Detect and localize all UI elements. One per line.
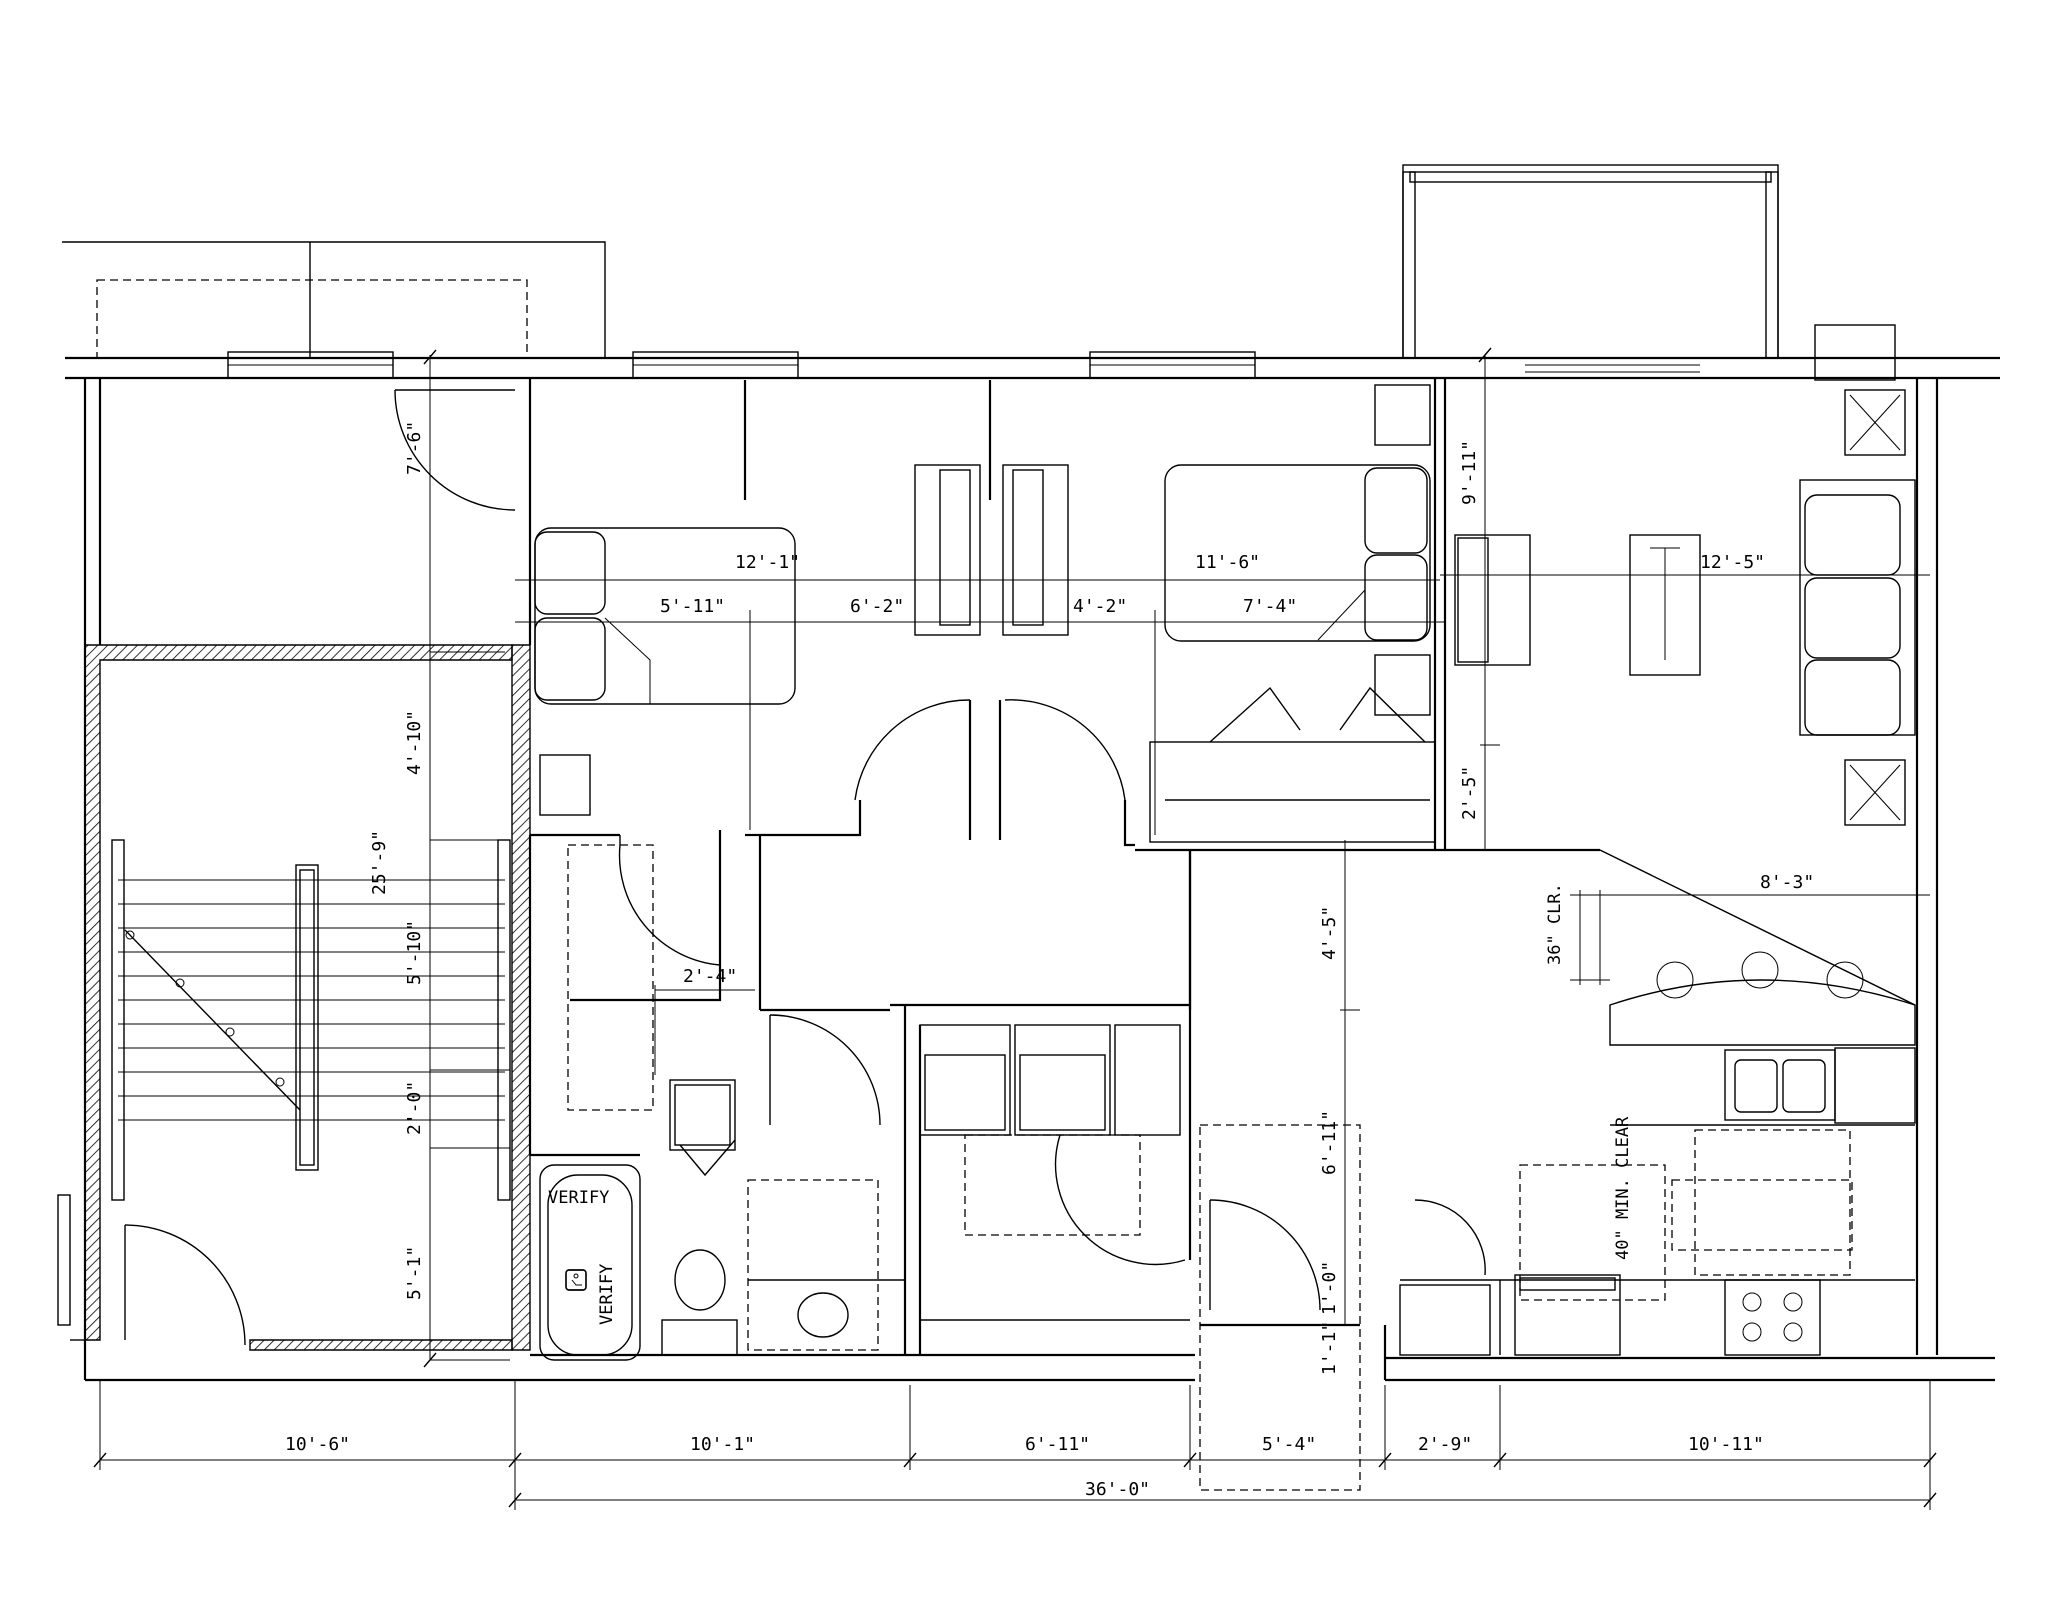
- dim-living-width: 12'-5": [1700, 552, 1765, 573]
- bedroom-2: [1135, 378, 1600, 852]
- dim-bottom-total: 36'-0": [1085, 1479, 1150, 1500]
- dim-bed2-inner: 7'-4": [1243, 596, 1297, 617]
- dim-column-height-4: 5'-1": [404, 1246, 425, 1300]
- verify-top-label: VERIFY: [548, 1188, 609, 1208]
- center-closets: [745, 464, 1135, 1010]
- dim-bottom-5: 2'-9": [1418, 1434, 1472, 1455]
- dim-island-width: 8'-3": [1760, 872, 1814, 893]
- dim-bottom-4: 5'-4": [1262, 1434, 1316, 1455]
- stair-treads: [118, 879, 505, 1121]
- wheelchair-icon: [565, 1269, 587, 1291]
- entry-hall: [1188, 850, 1387, 1491]
- dim-bed1-inner: 5'-11": [660, 596, 725, 617]
- bedroom-1: [394, 378, 992, 1155]
- dim-bottom-2: 10'-1": [690, 1434, 755, 1455]
- exterior-walls: [62, 241, 2000, 1382]
- kitchen: [1399, 849, 1916, 1356]
- dim-hall-height-1: 4'-5": [1319, 906, 1340, 960]
- dimension-lines: [93, 347, 1937, 1510]
- windows: [227, 351, 1256, 379]
- dim-column-height-3: 2'-0": [404, 1081, 425, 1135]
- dim-bath-door: 2'-4": [683, 966, 737, 987]
- dim-living-top-height: 9'-11": [1459, 440, 1480, 505]
- dim-bed1-width: 12'-1": [735, 552, 800, 573]
- verify-side-label: VERIFY: [597, 1264, 617, 1325]
- dim-hall-small-2: 1'-1": [1319, 1321, 1340, 1375]
- dim-bottom-1: 10'-6": [285, 1434, 350, 1455]
- stairwell: [57, 644, 531, 1351]
- dim-hall-small-1: 1'-0": [1319, 1261, 1340, 1315]
- dimension-labels: 12'-1" 5'-11" 6'-2" 4'-2" 11'-6" 7'-4" 1…: [285, 421, 1814, 1500]
- living-room: [1454, 324, 1916, 826]
- dim-bottom-6: 10'-11": [1688, 1434, 1764, 1455]
- dim-total-height: 25'-9": [369, 830, 390, 895]
- dim-closet-gap-right: 4'-2": [1073, 596, 1127, 617]
- dim-column-height-1: 4'-10": [404, 710, 425, 775]
- dim-hall-height-2: 6'-11": [1319, 1110, 1340, 1175]
- dim-bed1-top-height: 7'-6": [404, 421, 425, 475]
- dim-column-height-2: 5'-10": [404, 920, 425, 985]
- dim-bed2-width: 11'-6": [1195, 552, 1260, 573]
- dim-closet-depth: 2'-5": [1459, 766, 1480, 820]
- laundry: [890, 850, 1192, 1355]
- clearance-36-label: 36" CLR.: [1545, 883, 1565, 965]
- balcony: [1402, 164, 1779, 373]
- dim-bottom-3: 6'-11": [1025, 1434, 1090, 1455]
- clearance-40-label: 40" MIN. CLEAR: [1613, 1116, 1633, 1260]
- dim-closet-gap: 6'-2": [850, 596, 904, 617]
- bathroom: [530, 844, 1195, 1361]
